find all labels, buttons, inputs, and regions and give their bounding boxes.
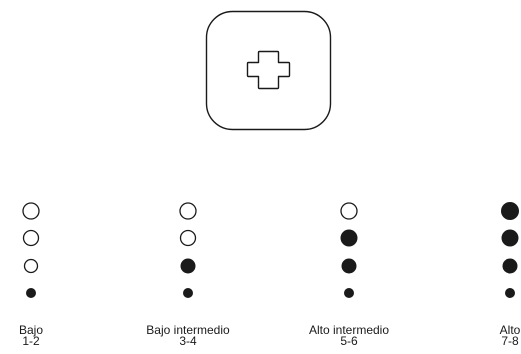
empty-dot [23,258,39,274]
filled-dot [341,258,357,274]
level-column-4 [501,202,519,298]
icon-frame [205,10,332,131]
level-name: Alto [499,323,521,337]
plus-icon [246,50,291,90]
level-range: 7-8 [501,334,519,348]
level-column-1 [22,202,40,298]
level-column-3 [340,202,358,298]
dot-columns [22,202,519,298]
empty-dot [179,202,197,220]
plus-icon-badge [205,10,332,131]
filled-dot [344,288,354,298]
filled-dot [340,229,358,247]
filled-dot [501,229,519,247]
level-column-2 [179,202,197,298]
filled-dot [180,258,196,274]
filled-dot [505,288,515,298]
filled-dot [502,258,518,274]
level-range: 5-6 [340,334,358,348]
level-range: 3-4 [179,334,197,348]
empty-dot [22,229,40,247]
level-range: 1-2 [22,334,40,348]
filled-dot [26,288,36,298]
empty-dot [179,229,197,247]
empty-dot [340,202,358,220]
empty-dot [22,202,40,220]
level-name: Alto intermedio [308,323,390,337]
filled-dot [183,288,193,298]
level-name: Bajo intermedio [146,323,230,337]
level-name: Bajo [18,323,44,337]
filled-dot [501,202,519,220]
